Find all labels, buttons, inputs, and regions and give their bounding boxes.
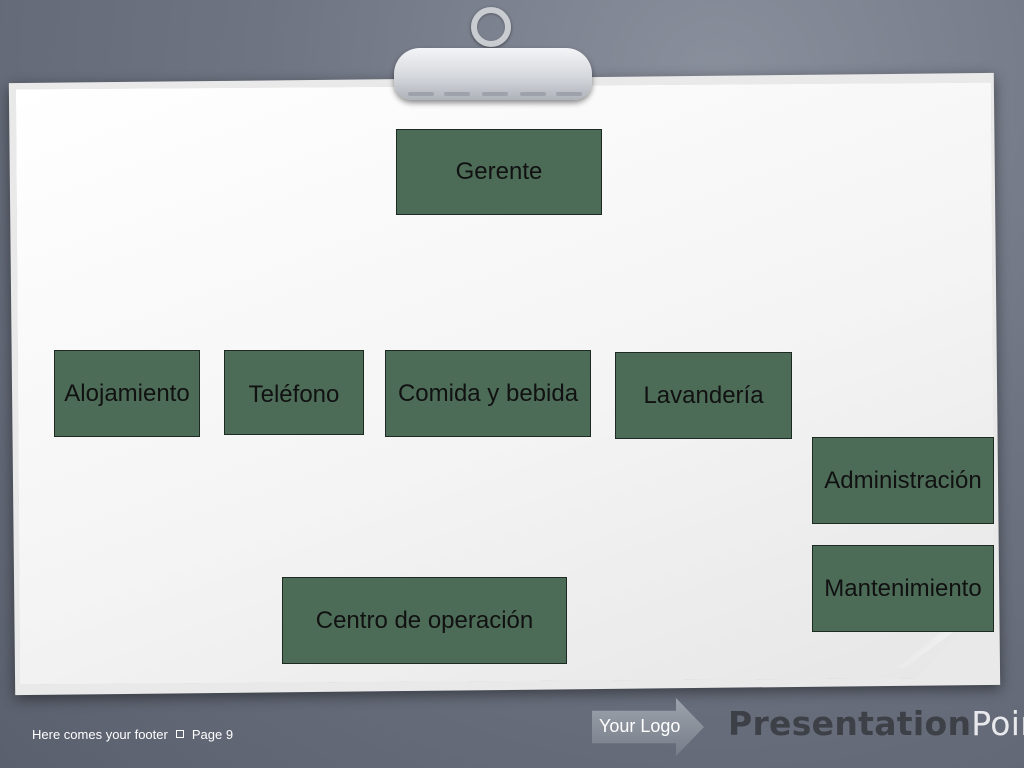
clip-dash xyxy=(556,92,582,96)
org-box-telefono: Teléfono xyxy=(224,350,364,435)
org-box-alojamiento: Alojamiento xyxy=(54,350,200,437)
org-box-comida-y-bebida: Comida y bebida xyxy=(385,350,591,437)
clip-dash xyxy=(520,92,546,96)
clip-dash xyxy=(408,92,434,96)
org-box-mantenimiento: Mantenimiento xyxy=(812,545,994,632)
logo-label: Your Logo xyxy=(599,716,681,736)
footer-text: Here comes your footer xyxy=(32,727,168,742)
brand-light: Point xyxy=(971,704,1024,743)
clip-ring-icon xyxy=(471,7,511,47)
clip-dash xyxy=(444,92,470,96)
brand-wordmark: PresentationPoint xyxy=(728,704,1024,743)
clip-dash xyxy=(482,92,508,96)
page-number: Page 9 xyxy=(191,727,234,742)
org-box-lavanderia: Lavandería xyxy=(615,352,792,439)
org-box-administracion: Administración xyxy=(812,437,994,524)
paper-clip-icon xyxy=(394,48,592,100)
org-box-gerente: Gerente xyxy=(396,129,602,215)
square-bullet-icon xyxy=(175,730,184,738)
org-box-centro-de-operacion: Centro de operación xyxy=(282,577,567,664)
brand-bold: Presentation xyxy=(728,704,972,743)
footer: Here comes your footer Page 9 xyxy=(32,727,233,742)
